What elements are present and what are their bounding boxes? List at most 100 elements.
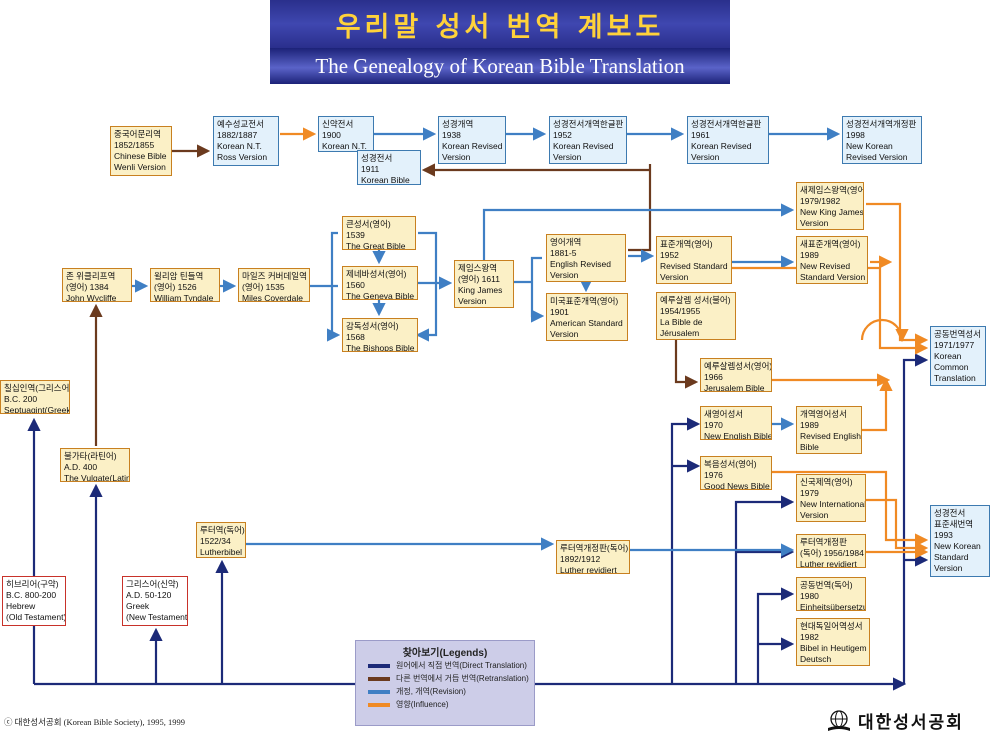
node-heutigem-line-0: 현대독일어역성서 bbox=[800, 621, 863, 631]
node-niv-line-2: New International bbox=[800, 499, 866, 509]
node-krv1952-line-0: 성경전서개역한글판 bbox=[553, 119, 624, 129]
node-greek-line-1: A.D. 50-120 bbox=[126, 590, 172, 600]
node-gnb-line-0: 복음성서(영어) bbox=[704, 459, 757, 469]
legend-swatch-direct bbox=[368, 663, 390, 668]
node-nt1900-line-0: 신약전서 bbox=[322, 119, 354, 129]
node-asv-line-1: 1901 bbox=[550, 307, 569, 317]
node-greek-line-2: Greek bbox=[126, 601, 150, 611]
edge-influence-45 bbox=[860, 318, 909, 343]
node-kcommon-line-0: 공동번역성서 bbox=[934, 329, 981, 339]
node-nkrv1998-line-3: Revised Version bbox=[846, 152, 908, 162]
node-luther1534-line-1: 1522/34 bbox=[200, 536, 231, 546]
legend-swatch-influence bbox=[368, 702, 390, 707]
legend-swatch-retranslation bbox=[368, 676, 390, 681]
node-kcommon-line-1: 1971/1977 bbox=[934, 340, 975, 350]
node-coverdale-line-1: (영어) 1535 bbox=[242, 282, 285, 292]
legend-title: 찾아보기(Legends) bbox=[402, 648, 488, 659]
node-asv-line-3: Version bbox=[550, 329, 579, 339]
node-geneva-line-2: The Geneva Bible bbox=[346, 291, 415, 300]
edge-influence-38 bbox=[866, 202, 929, 347]
legend-label-influence: 영향(Influence) bbox=[396, 700, 449, 709]
node-nt1900-line-2: Korean N.T. bbox=[322, 141, 367, 151]
legend-item-retranslation: 다른 번역에서 거듭 번역(Retranslation) bbox=[368, 672, 534, 685]
node-nkrv1998-line-0: 성경전서개역개정판 bbox=[846, 119, 917, 129]
edge-direct-9 bbox=[734, 495, 795, 684]
node-bishops-line-0: 감독성서(영어) bbox=[346, 321, 399, 331]
node-nkjv-line-1: 1979/1982 bbox=[800, 196, 841, 206]
node-luther1534-line-0: 루터역(독어) bbox=[200, 525, 245, 535]
node-neb-line-2: New English Bible bbox=[704, 431, 772, 440]
node-nrsv-line-2: New Revised bbox=[800, 261, 851, 271]
node-bj-line-2: La Bible de bbox=[660, 317, 703, 327]
edge-direct-5 bbox=[902, 353, 929, 684]
node-heutigem-line-1: 1982 bbox=[800, 632, 819, 642]
node-krv1961-line-2: Korean Revised bbox=[691, 141, 752, 151]
node-luther1912-line-1: 1892/1912 bbox=[560, 554, 601, 564]
legend-label-retranslation: 다른 번역에서 거듭 번역(Retranslation) bbox=[396, 674, 529, 683]
node-bj-line-1: 1954/1955 bbox=[660, 306, 701, 316]
node-niv-line-1: 1979 bbox=[800, 488, 819, 498]
legend-item-influence: 영향(Influence) bbox=[368, 698, 534, 711]
legend-label-revision: 개정, 개역(Revision) bbox=[396, 687, 466, 696]
society-logo: 대한성서공회 bbox=[826, 708, 964, 733]
node-kcommon-line-3: Common bbox=[934, 362, 969, 372]
node-tyndale-line-0: 윌리암 틴들역 bbox=[154, 271, 204, 281]
node-rsv-line-1: 1952 bbox=[660, 250, 679, 260]
node-krv1952-line-1: 1952 bbox=[553, 130, 572, 140]
node-ross-line-0: 예수성교전서 bbox=[217, 119, 264, 129]
title-banner-english: The Genealogy of Korean Bible Translatio… bbox=[270, 48, 730, 84]
legend-item-revision: 개정, 개역(Revision) bbox=[368, 685, 534, 698]
node-hebrew-line-3: (Old Testament) bbox=[6, 612, 66, 622]
edge-influence-41 bbox=[862, 377, 893, 432]
edge-direct-11 bbox=[756, 587, 795, 684]
title-korean: 우리말 성서 번역 계보도 bbox=[335, 11, 665, 43]
node-ross-line-1: 1882/1887 bbox=[217, 130, 258, 140]
edge-revision-27 bbox=[415, 231, 438, 342]
node-erv-line-0: 영어개역 bbox=[550, 237, 582, 247]
node-nt1900-line-1: 1900 bbox=[322, 130, 341, 140]
node-einheit: 공동번역(독어)1980Einheitsübersetzung bbox=[796, 577, 866, 611]
copyright-text: ⓒ 대한성서공회 (Korean Bible Society), 1995, 1… bbox=[4, 717, 186, 727]
node-chinese-line-3: Wenli Version bbox=[114, 162, 166, 172]
title-english: The Genealogy of Korean Bible Translatio… bbox=[315, 53, 685, 78]
node-asv-line-2: American Standard bbox=[550, 318, 623, 328]
node-wycliffe-line-0: 존 위클리프역 bbox=[66, 271, 116, 281]
node-rsv-line-3: Version bbox=[660, 272, 689, 282]
node-luther84-line-1: (독어) 1956/1984 bbox=[800, 548, 864, 558]
node-einheit-line-1: 1980 bbox=[800, 591, 819, 601]
edge-revision-28 bbox=[514, 256, 542, 316]
node-kb1911-line-1: 1911 bbox=[361, 164, 380, 174]
node-reb-line-2: Revised English bbox=[800, 431, 861, 441]
node-tyndale-line-2: William Tyndale bbox=[154, 293, 214, 302]
node-geneva-line-0: 제네바성서(영어) bbox=[346, 269, 407, 279]
node-geneva-line-1: 1560 bbox=[346, 280, 365, 290]
node-kjv-line-2: King James bbox=[458, 285, 503, 295]
node-kjv-line-3: Version bbox=[458, 296, 487, 306]
legend-label-direct: 원어에서 직접 번역(Direct Translation) bbox=[396, 661, 527, 670]
title-banner-korean: 우리말 성서 번역 계보도 bbox=[270, 0, 730, 48]
node-luther1912-line-0: 루터역개정판(독어) bbox=[560, 543, 629, 553]
node-neb-line-0: 새영어성서 bbox=[704, 409, 744, 419]
node-coverdale-line-2: Miles Coverdale bbox=[242, 293, 303, 302]
node-coverdale-line-0: 마일즈 커버데일역 bbox=[242, 271, 307, 281]
node-knsv-line-4: Standard bbox=[934, 552, 969, 562]
node-hebrew-line-2: Hebrew bbox=[6, 601, 36, 611]
node-knsv-line-2: 1993 bbox=[934, 530, 953, 540]
node-jb-line-1: 1966 bbox=[704, 372, 723, 382]
